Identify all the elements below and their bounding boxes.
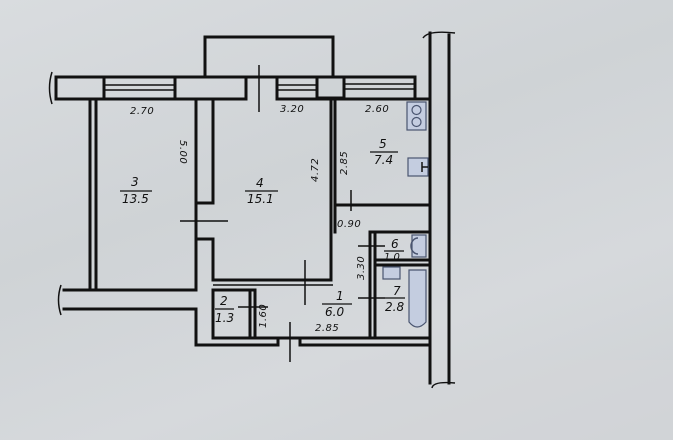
washbasin-icon [382,266,401,280]
kitchen-walls [333,101,432,211]
room7-area: 2.8 [385,300,404,314]
dim-room4-length: 4.72 [310,158,321,182]
room-labels: 3 13.5 4 15.1 5 7.4 6 1.0 7 2.8 1 6.0 2 … [120,137,405,325]
lower-left-wall [57,284,198,347]
dim-hall-length: 3.30 [356,256,367,280]
dim-hall-upper-width: 0.90 [337,219,361,230]
dimension-labels: 2.70 5.00 3.20 4.72 2.60 2.85 0.90 3.30 … [130,104,389,334]
room4-area: 15.1 [247,192,274,206]
room4-walls [211,97,337,305]
dim-room3-length: 5.00 [177,140,188,164]
toilet-tank-icon [411,234,427,258]
room2-number: 2 [220,294,228,308]
dim-room4-width: 3.20 [280,104,304,115]
stove-icon [406,101,427,131]
room3-number: 3 [131,175,139,189]
top-exterior-wall [48,65,432,112]
dim-hall-lower-width: 2.85 [315,323,339,334]
room6-number: 6 [391,237,399,251]
room7-number: 7 [393,284,401,298]
room1-area: 6.0 [325,305,344,319]
room6-area: 1.0 [384,252,400,263]
room1-number: 1 [336,289,344,303]
dim-closet-length: 1.60 [258,304,269,328]
right-exterior-wall [422,31,456,389]
hall-walls [194,203,432,362]
room3-area: 13.5 [122,192,149,206]
room2-area: 1.3 [215,311,234,325]
fixtures [382,234,427,328]
room3-walls [88,97,228,292]
dim-room5-length: 2.85 [339,151,350,175]
dim-room3-width: 2.70 [130,106,154,117]
room5-area: 7.4 [374,153,393,167]
dim-room5-width: 2.60 [365,104,389,115]
balcony [203,35,335,79]
bathtub-icon [408,269,427,328]
toilet-bowl-icon [410,237,419,255]
room4-number: 4 [256,176,264,190]
paper-shade [340,360,673,440]
room5-number: 5 [379,137,387,151]
